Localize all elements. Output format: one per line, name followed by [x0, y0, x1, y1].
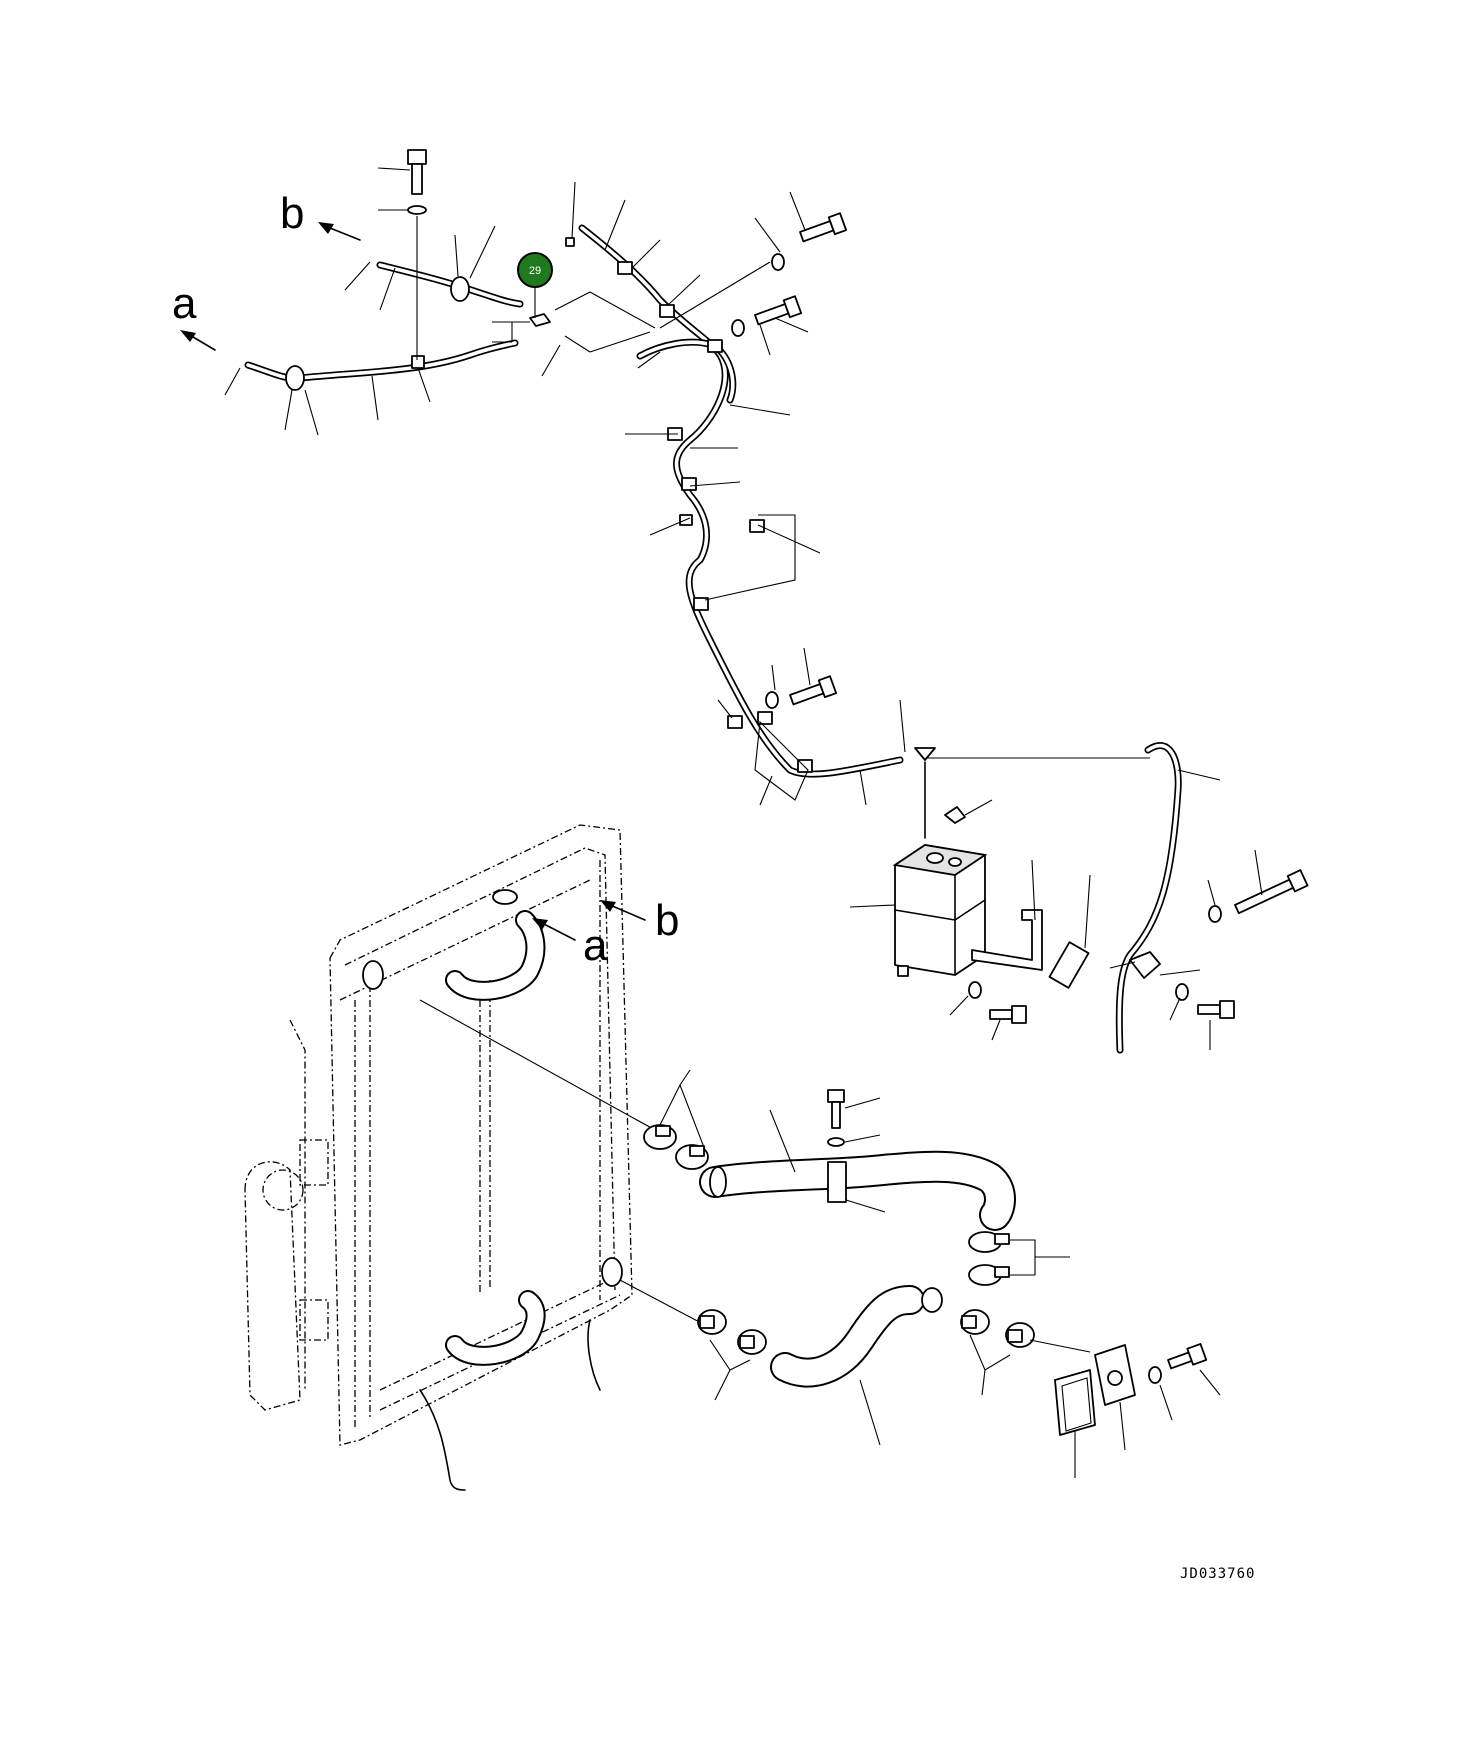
clamp — [707, 339, 723, 353]
washer — [1148, 1366, 1162, 1384]
nut — [727, 715, 743, 729]
washer — [407, 205, 427, 215]
ref-label-a: a — [172, 279, 197, 328]
callout-number: 29 — [529, 265, 541, 277]
bolt — [1234, 869, 1309, 915]
washer — [968, 981, 982, 999]
drawing-number: JD033760 — [1180, 1566, 1255, 1582]
radiator-phantom: a b — [244, 824, 706, 1491]
clamp — [681, 477, 697, 491]
ref-label-b-radiator: b — [655, 896, 679, 945]
bolt — [989, 1005, 1027, 1024]
arrow-b-radiator — [600, 900, 616, 912]
hose-clamp — [697, 1309, 727, 1335]
washer — [1208, 905, 1222, 923]
washer — [731, 319, 745, 337]
arrow-a-radiator — [532, 918, 548, 930]
upper-water-hose — [643, 1069, 1070, 1286]
reservoir-tank-assembly — [849, 742, 1309, 1054]
hose-clamp — [675, 1144, 709, 1170]
hose-clamp-plate — [1129, 951, 1161, 979]
clamp — [693, 597, 709, 611]
hose-clamp — [643, 1124, 677, 1150]
bolt — [789, 675, 838, 706]
lower-water-hose — [697, 1285, 1221, 1478]
hose-end — [921, 1287, 943, 1313]
washer — [827, 1137, 845, 1147]
tank-cap-small — [944, 806, 966, 824]
bolt — [799, 212, 848, 243]
tank-bracket — [971, 909, 1043, 971]
bolt-head — [407, 149, 427, 165]
tank-cap — [926, 852, 944, 864]
bolt-shank — [411, 163, 423, 195]
hose-clamp — [960, 1309, 990, 1335]
bolt — [754, 295, 803, 326]
grommet — [450, 276, 470, 302]
grommet — [285, 365, 305, 391]
spacer-tube — [1048, 941, 1090, 989]
clamp — [659, 304, 675, 318]
hose-clamp — [1005, 1322, 1035, 1348]
clamp — [757, 711, 773, 725]
clamp — [617, 261, 633, 275]
nut — [565, 237, 575, 247]
washer — [771, 253, 785, 271]
bolt — [1167, 1343, 1208, 1370]
radiator-cap — [362, 960, 384, 990]
washer — [1175, 983, 1189, 1001]
clip — [411, 355, 425, 369]
hose-clamp — [737, 1329, 767, 1355]
fitting — [914, 747, 936, 761]
arrow-b-left — [318, 222, 334, 234]
hose-end — [709, 1166, 727, 1198]
ref-label-b: b — [280, 189, 304, 238]
clamp — [749, 519, 765, 533]
upper-left-hose-assembly: a b — [172, 149, 561, 436]
radiator-fill-port — [492, 889, 518, 905]
ref-label-a-radiator: a — [583, 921, 608, 970]
hose-band — [827, 1161, 847, 1203]
bolt — [827, 1089, 845, 1129]
hose-clamp — [968, 1264, 1010, 1286]
callout-29[interactable]: 29 — [517, 252, 553, 318]
hose-clamp — [968, 1231, 1010, 1253]
bolt — [1197, 1000, 1235, 1019]
tee-connector — [529, 313, 551, 327]
arrow-a-left — [180, 330, 196, 342]
washer — [765, 691, 779, 709]
upper-right-hose-run — [554, 181, 906, 806]
